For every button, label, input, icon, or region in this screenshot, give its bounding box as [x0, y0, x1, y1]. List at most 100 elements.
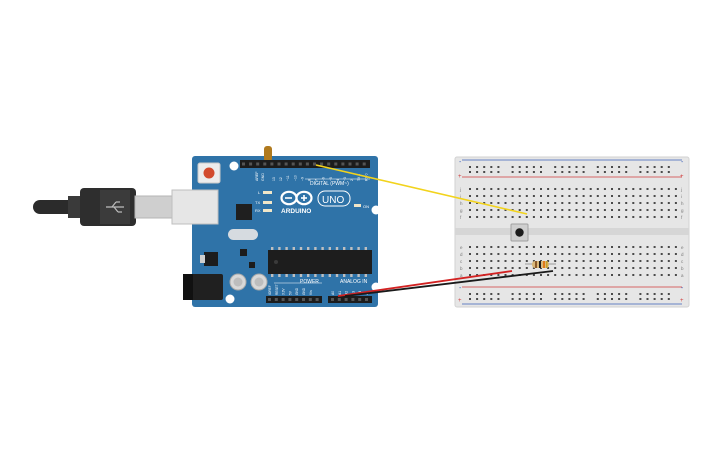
ground-wire-black[interactable] — [344, 270, 554, 297]
breadboard-hole[interactable] — [618, 171, 621, 173]
breadboard-hole[interactable] — [504, 246, 507, 248]
breadboard-hole[interactable] — [561, 166, 564, 168]
breadboard-hole[interactable] — [667, 274, 670, 276]
breadboard-hole[interactable] — [540, 246, 542, 248]
header-socket[interactable] — [351, 298, 355, 301]
breadboard-hole[interactable] — [497, 195, 500, 197]
breadboard-hole[interactable] — [603, 209, 606, 211]
breadboard-hole[interactable] — [639, 293, 642, 295]
header-socket[interactable] — [268, 298, 271, 301]
breadboard-hole[interactable] — [674, 216, 677, 218]
breadboard-hole[interactable] — [532, 209, 535, 211]
breadboard-hole[interactable] — [476, 171, 479, 173]
breadboard-hole[interactable] — [611, 202, 613, 204]
breadboard-hole[interactable] — [674, 188, 677, 190]
breadboard-hole[interactable] — [497, 209, 500, 211]
breadboard-hole[interactable] — [660, 260, 663, 262]
breadboard-hole[interactable] — [497, 298, 500, 300]
header-socket[interactable] — [249, 162, 253, 166]
breadboard-hole[interactable] — [504, 267, 507, 269]
breadboard-hole[interactable] — [490, 171, 493, 173]
breadboard-hole[interactable] — [611, 267, 613, 269]
breadboard-hole[interactable] — [639, 202, 642, 204]
breadboard-hole[interactable] — [625, 195, 628, 197]
breadboard-hole[interactable] — [547, 260, 550, 262]
breadboard-hole[interactable] — [639, 195, 642, 197]
breadboard-hole[interactable] — [575, 246, 578, 248]
breadboard-hole[interactable] — [653, 267, 656, 269]
breadboard-hole[interactable] — [490, 260, 493, 262]
breadboard-hole[interactable] — [497, 260, 500, 262]
breadboard-hole[interactable] — [469, 253, 471, 255]
breadboard-hole[interactable] — [511, 293, 514, 295]
breadboard-hole[interactable] — [561, 260, 564, 262]
breadboard-hole[interactable] — [532, 253, 535, 255]
breadboard-hole[interactable] — [667, 166, 670, 168]
header-socket[interactable] — [362, 162, 366, 166]
breadboard-hole[interactable] — [611, 253, 613, 255]
breadboard-hole[interactable] — [469, 166, 471, 168]
breadboard-hole[interactable] — [674, 246, 677, 248]
breadboard-hole[interactable] — [653, 298, 656, 300]
breadboard-hole[interactable] — [476, 253, 479, 255]
breadboard-hole[interactable] — [639, 188, 642, 190]
breadboard-hole[interactable] — [611, 274, 613, 276]
breadboard-hole[interactable] — [554, 171, 557, 173]
breadboard-hole[interactable] — [490, 195, 493, 197]
breadboard-hole[interactable] — [646, 188, 649, 190]
breadboard-hole[interactable] — [582, 246, 585, 248]
breadboard-hole[interactable] — [660, 166, 663, 168]
breadboard-hole[interactable] — [596, 253, 599, 255]
breadboard-hole[interactable] — [646, 298, 649, 300]
digital-header[interactable] — [240, 160, 370, 168]
breadboard-hole[interactable] — [646, 253, 649, 255]
breadboard-hole[interactable] — [611, 209, 613, 211]
breadboard-hole[interactable] — [554, 253, 557, 255]
breadboard-hole[interactable] — [582, 298, 585, 300]
breadboard-hole[interactable] — [469, 246, 471, 248]
breadboard-hole[interactable] — [518, 246, 521, 248]
breadboard-hole[interactable] — [618, 293, 621, 295]
breadboard-hole[interactable] — [547, 209, 550, 211]
breadboard-hole[interactable] — [490, 188, 493, 190]
breadboard-hole[interactable] — [511, 267, 514, 269]
breadboard-hole[interactable] — [476, 293, 479, 295]
breadboard-hole[interactable] — [625, 274, 628, 276]
breadboard-hole[interactable] — [540, 298, 542, 300]
breadboard-hole[interactable] — [632, 267, 635, 269]
breadboard-hole[interactable] — [625, 216, 628, 218]
breadboard-hole[interactable] — [589, 216, 592, 218]
breadboard-hole[interactable] — [596, 171, 599, 173]
breadboard-hole[interactable] — [568, 298, 571, 300]
breadboard-hole[interactable] — [667, 253, 670, 255]
breadboard-hole[interactable] — [483, 195, 486, 197]
breadboard-hole[interactable] — [483, 267, 486, 269]
breadboard-hole[interactable] — [611, 171, 613, 173]
breadboard-hole[interactable] — [596, 209, 599, 211]
header-socket[interactable] — [298, 162, 302, 166]
breadboard-hole[interactable] — [490, 274, 493, 276]
breadboard-hole[interactable] — [674, 267, 677, 269]
breadboard-hole[interactable] — [625, 202, 628, 204]
breadboard-hole[interactable] — [525, 293, 528, 295]
breadboard-hole[interactable] — [497, 246, 500, 248]
header-socket[interactable] — [288, 298, 292, 301]
breadboard-hole[interactable] — [525, 267, 528, 269]
breadboard-hole[interactable] — [582, 253, 585, 255]
breadboard-hole[interactable] — [674, 209, 677, 211]
breadboard-hole[interactable] — [575, 188, 578, 190]
breadboard-hole[interactable] — [518, 171, 521, 173]
breadboard-hole[interactable] — [518, 188, 521, 190]
breadboard-hole[interactable] — [561, 195, 564, 197]
header-socket[interactable] — [291, 162, 295, 166]
breadboard-hole[interactable] — [596, 202, 599, 204]
breadboard-hole[interactable] — [596, 298, 599, 300]
breadboard-hole[interactable] — [490, 293, 493, 295]
breadboard-hole[interactable] — [625, 209, 628, 211]
breadboard-hole[interactable] — [540, 188, 542, 190]
breadboard-hole[interactable] — [483, 246, 486, 248]
analog-header[interactable] — [328, 296, 372, 303]
breadboard-hole[interactable] — [618, 253, 621, 255]
breadboard-hole[interactable] — [518, 202, 521, 204]
